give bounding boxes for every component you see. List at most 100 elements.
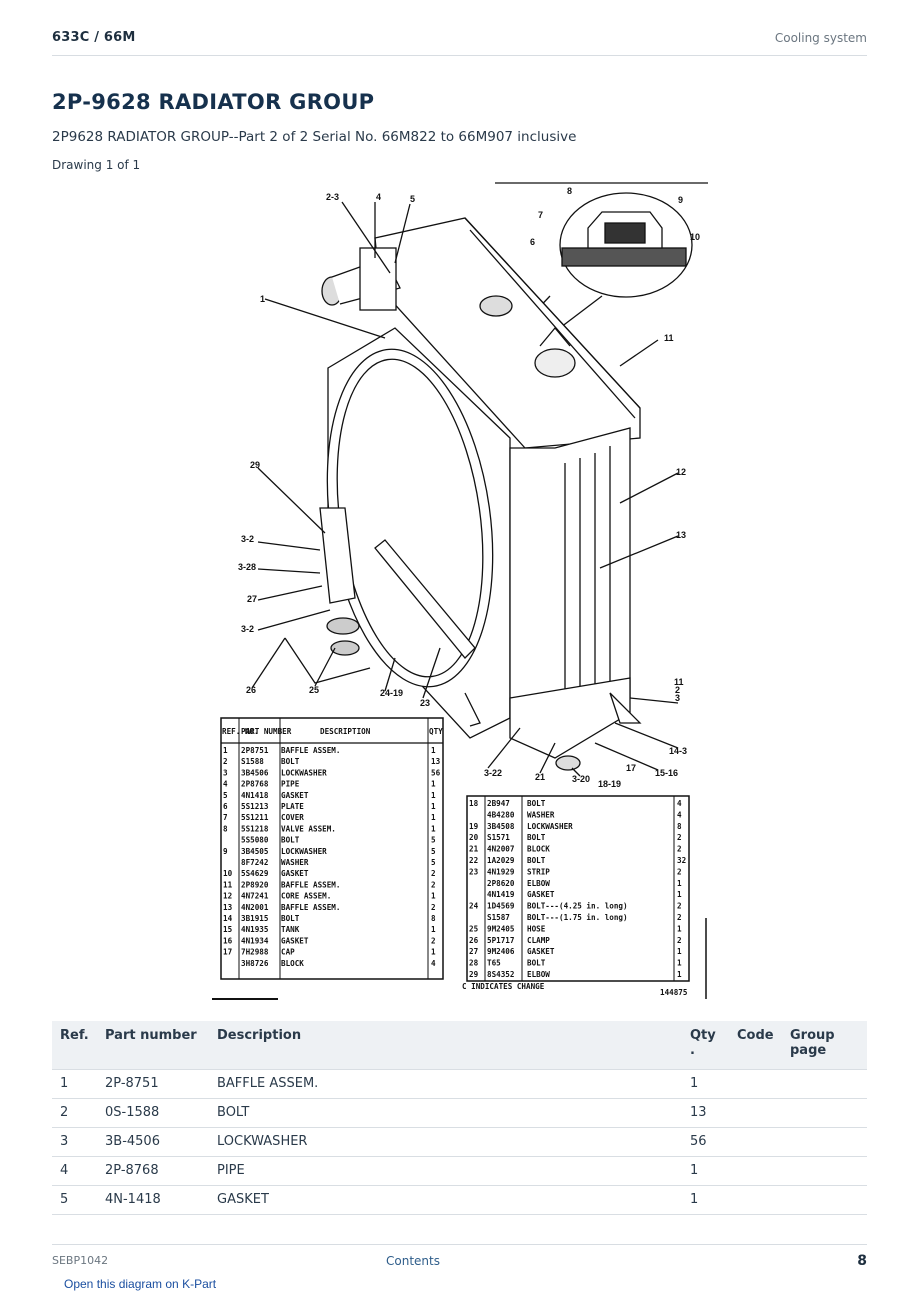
drawing-table-desc: CORE ASSEM. bbox=[281, 892, 331, 901]
drawing-table-part: 8F7242 bbox=[241, 858, 268, 867]
drawing-table-ref: 19 bbox=[469, 822, 479, 831]
drawing-table-part: 4N2007 bbox=[487, 845, 514, 854]
drawing-table-part: 5P1717 bbox=[487, 936, 514, 945]
kpart-link[interactable]: Open this diagram on K-Part bbox=[64, 1277, 217, 1291]
drawing-table-ref: 12 bbox=[223, 892, 232, 901]
drawing-table-part: 4N1419 bbox=[487, 890, 515, 899]
drawing-table-part: 3B4506 bbox=[241, 768, 269, 777]
cell-code bbox=[729, 1098, 782, 1128]
drawing-table-ref: 17 bbox=[223, 948, 232, 957]
cell-qty: 13 bbox=[682, 1098, 729, 1128]
drawing-table-desc: LOCKWASHER bbox=[527, 822, 573, 831]
drawing-table-ref: 26 bbox=[469, 936, 479, 945]
callout-label: 17 bbox=[626, 763, 636, 773]
drawing-table-desc: BAFFLE ASSEM. bbox=[281, 903, 340, 912]
drawing-table-qty: 5 bbox=[431, 836, 436, 845]
drawing-table-qty: 4 bbox=[677, 810, 682, 819]
drawing-table-ref: 21 bbox=[469, 845, 479, 854]
drawing-table-ref: 14 bbox=[223, 914, 233, 923]
callout-label: 15-16 bbox=[655, 768, 678, 778]
drawing-table-ref: 23 bbox=[469, 867, 479, 876]
drawing-table-desc: PIPE bbox=[281, 780, 300, 789]
drawing-table-header: QTY bbox=[429, 727, 443, 736]
parts-table: Ref. Part number Description Qty . Code … bbox=[52, 1021, 867, 1215]
drawing-table-desc: GASKET bbox=[527, 947, 555, 956]
callout-label: 2 bbox=[675, 685, 680, 695]
drawing-table-part: 5S1213 bbox=[241, 802, 269, 811]
cell-description: GASKET bbox=[209, 1185, 682, 1215]
drawing-table-part: 1A2029 bbox=[487, 856, 515, 865]
drawing-table-ref: 6 bbox=[223, 802, 228, 811]
cell-description: PIPE bbox=[209, 1156, 682, 1186]
cell-code bbox=[729, 1127, 782, 1157]
drawing-table-desc: GASKET bbox=[281, 936, 309, 945]
drawing-table-desc: LOCKWASHER bbox=[281, 768, 327, 777]
drawing-table-part: S1587 bbox=[487, 913, 510, 922]
cell-code bbox=[729, 1156, 782, 1186]
drawing-table-ref: 4 bbox=[223, 780, 228, 789]
col-qty: Qty . bbox=[682, 1021, 729, 1070]
drawing-table-qty: 2 bbox=[431, 869, 436, 878]
change-note: C INDICATES CHANGE bbox=[462, 982, 545, 991]
section-label: Cooling system bbox=[774, 31, 867, 45]
drawing-table-desc: CLAMP bbox=[527, 936, 550, 945]
cell-code bbox=[729, 1185, 782, 1215]
drawing-table-qty: 1 bbox=[431, 892, 436, 901]
callout-label: 21 bbox=[535, 772, 545, 782]
cell-part-number: 3B-4506 bbox=[97, 1127, 209, 1157]
cell-group-page bbox=[782, 1156, 867, 1186]
col-part-number: Part number bbox=[97, 1021, 209, 1070]
col-group-page: Group page bbox=[782, 1021, 867, 1070]
cell-group-page bbox=[782, 1069, 867, 1099]
drawing-table-ref: 16 bbox=[223, 936, 233, 945]
drawing-table-qty: 2 bbox=[677, 913, 682, 922]
callout-label: 3-20 bbox=[572, 774, 590, 784]
cell-description: BAFFLE ASSEM. bbox=[209, 1069, 682, 1099]
drawing-table-qty: 1 bbox=[431, 948, 436, 957]
cell-qty: 56 bbox=[682, 1127, 729, 1157]
drawing-table-part: 9M2406 bbox=[487, 947, 515, 956]
drawing-table-desc: GASKET bbox=[527, 890, 555, 899]
cell-ref: 2 bbox=[52, 1098, 97, 1128]
drawing-table-part: 2P8751 bbox=[241, 746, 269, 755]
drawing-table-desc: TANK bbox=[281, 925, 300, 934]
drawing-table-ref: 13 bbox=[223, 903, 233, 912]
drawing-table-part: 4N1934 bbox=[241, 936, 269, 945]
drawing-table-desc: PLATE bbox=[281, 802, 304, 811]
callout-label: 27 bbox=[247, 594, 257, 604]
drawing-table-qty: 2 bbox=[431, 903, 436, 912]
drawing-table-ref: 25 bbox=[469, 924, 479, 933]
drawing-table-part: T65 bbox=[487, 959, 501, 968]
drawing-table-qty: 56 bbox=[431, 768, 441, 777]
drawing-table-qty: 2 bbox=[677, 867, 682, 876]
drawing-table-ref: 28 bbox=[469, 959, 479, 968]
drawing-table-ref: 20 bbox=[469, 833, 479, 842]
callout-label: 13 bbox=[676, 530, 686, 540]
page-header: 633C / 66M Cooling system bbox=[52, 28, 867, 56]
drawing-table-desc: GASKET bbox=[281, 791, 309, 800]
drawing-table-part: S1588 bbox=[241, 757, 264, 766]
drawing-table-qty: 1 bbox=[677, 970, 682, 979]
drawing-table-part: 5S4629 bbox=[241, 869, 269, 878]
callout-label: 5 bbox=[410, 194, 415, 204]
drawing-table-part: 3B1915 bbox=[241, 914, 269, 923]
callout-label: 1 bbox=[260, 294, 265, 304]
table-header-row: Ref. Part number Description Qty . Code … bbox=[52, 1021, 867, 1070]
drawing-table-part: 2P8620 bbox=[487, 879, 515, 888]
callout-label: 26 bbox=[246, 685, 256, 695]
cell-group-page bbox=[782, 1185, 867, 1215]
drawing-table-part: 2P8920 bbox=[241, 880, 269, 889]
drawing-table-part: 1D4569 bbox=[487, 902, 515, 911]
drawing-table-desc: BLOCK bbox=[527, 845, 550, 854]
cell-description: LOCKWASHER bbox=[209, 1127, 682, 1157]
contents-link[interactable]: Contents bbox=[386, 1254, 440, 1268]
drawing-table-desc: BAFFLE ASSEM. bbox=[281, 746, 340, 755]
callout-label: 10 bbox=[690, 232, 700, 242]
drawing-table-part: 4B4280 bbox=[487, 810, 515, 819]
drawing-table-ref: 10 bbox=[223, 869, 233, 878]
cell-ref: 5 bbox=[52, 1185, 97, 1215]
drawing-table-part: 5S1218 bbox=[241, 824, 269, 833]
cell-qty: 1 bbox=[682, 1156, 729, 1186]
